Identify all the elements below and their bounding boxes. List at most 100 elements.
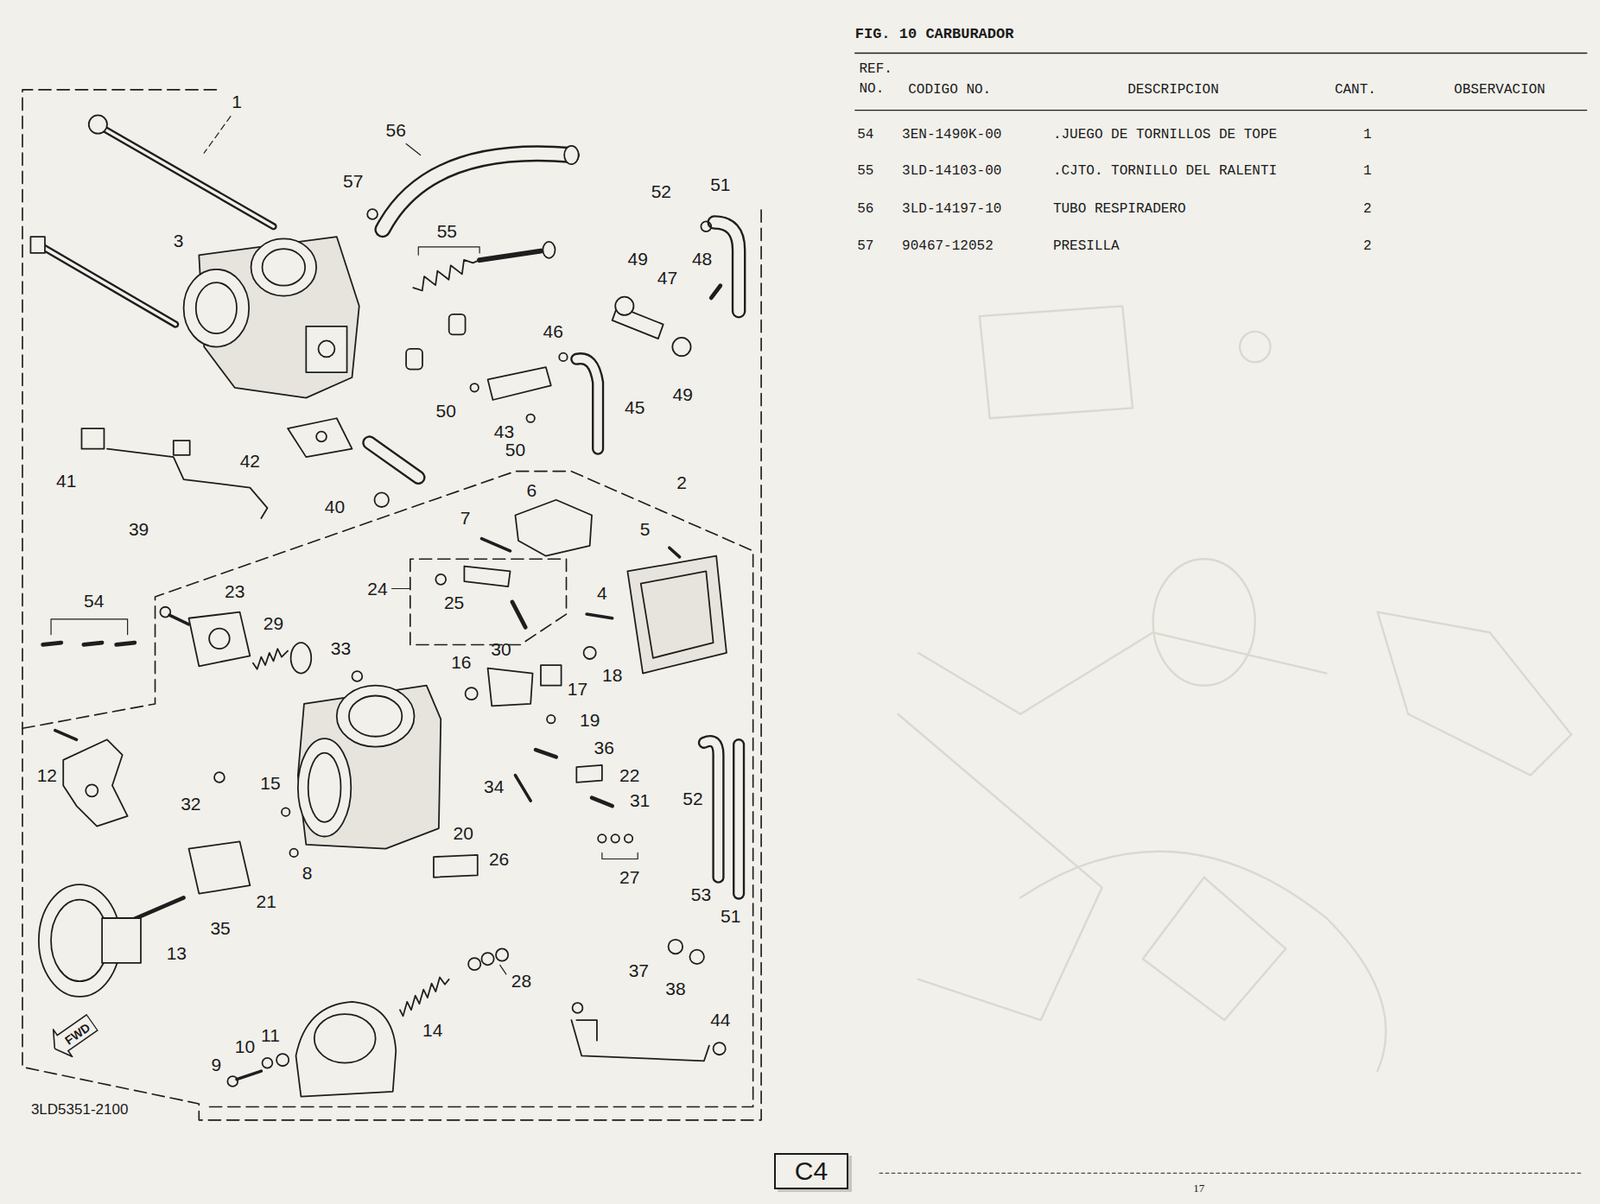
callout-number: 35: [209, 919, 230, 939]
lower-carburetor: [349, 696, 402, 737]
table-cell: 3EN-1490K-00: [901, 127, 1002, 143]
bleed-through-ghost: [1239, 331, 1270, 362]
upper-carburetor: [367, 209, 378, 220]
table-rule: [855, 52, 1588, 1174]
callout-number: 38: [665, 978, 686, 998]
callout-number: 33: [330, 639, 351, 659]
lower-carburetor: [63, 739, 127, 826]
callout-number: 37: [628, 961, 649, 981]
upper-carburetor: [406, 349, 423, 370]
callout-number: 47: [657, 268, 678, 288]
callout-number: 1: [231, 92, 242, 112]
lower-carburetor: [481, 952, 494, 966]
lower-carburetor: [101, 918, 141, 964]
lower-carburetor: [214, 772, 225, 783]
table-header: REF. NO.: [859, 59, 900, 100]
upper-carburetor: [714, 222, 739, 312]
upper-carburetor: [40, 246, 176, 325]
upper-carburetor: [184, 269, 250, 348]
leader-line: [203, 116, 507, 975]
lower-carburetor: [488, 668, 534, 707]
table-cell: .CJTO. TORNILLO DEL RALENTI: [1053, 164, 1277, 179]
callout-number: 29: [263, 614, 284, 634]
callout-number: 50: [435, 401, 456, 421]
callout-number: 49: [628, 249, 648, 269]
lower-carburetor: [281, 807, 290, 816]
upper-carburetor: [369, 443, 420, 478]
callout-number: 8: [302, 863, 313, 883]
callout-number: 17: [567, 679, 588, 699]
upper-carburetor: [30, 114, 739, 519]
table-cell: OBSERVACION: [1453, 82, 1546, 98]
lower-carburetor: [351, 671, 362, 682]
lower-carburetor: [38, 500, 739, 1098]
callout-number: 41: [56, 471, 77, 491]
upper-carburetor: [81, 428, 104, 450]
lower-carburetor: [627, 556, 727, 674]
lower-carburetor: [576, 765, 603, 783]
lower-carburetor: [253, 648, 288, 670]
lower-carburetor: [296, 1002, 397, 1098]
lower-carburetor: [704, 741, 719, 878]
callout-number: 25: [444, 593, 464, 613]
upper-carburetor: [564, 146, 579, 165]
table-cell: CANT.: [1334, 82, 1377, 98]
callout-number: 23: [224, 582, 245, 602]
upper-carburetor: [382, 153, 572, 230]
callout-number: 16: [450, 653, 471, 673]
lower-carburetor: [289, 849, 298, 858]
callout-number: 51: [720, 907, 741, 927]
upper-carburetor: [100, 126, 274, 227]
lower-carburetor: [43, 642, 62, 645]
table-cell: CODIGO NO.: [907, 82, 991, 98]
callout-number: 12: [37, 766, 58, 786]
callout-number: 15: [260, 774, 280, 794]
upper-carburetor: [615, 297, 634, 316]
lower-carburetor: [641, 571, 714, 658]
callout-number: 14: [422, 1021, 443, 1041]
callout-number: 51: [710, 175, 731, 195]
node-text: C4: [794, 1156, 828, 1186]
assembly-outline: [22, 89, 762, 1121]
lower-carburetor: [400, 977, 450, 1016]
lower-carburetor: [512, 602, 526, 629]
upper-carburetor: [576, 358, 598, 450]
carburetor-illustration: [22, 52, 1588, 1174]
callout-number: 19: [579, 711, 600, 731]
upper-carburetor: [88, 114, 108, 134]
lower-carburetor: [704, 741, 719, 878]
lower-carburetor: [713, 1042, 726, 1055]
upper-carburetor: [576, 358, 598, 450]
lower-carburetor: [85, 784, 98, 797]
bleed-through-ghost: [1153, 558, 1256, 686]
lower-carburetor: [514, 500, 592, 557]
page-number: 17: [1193, 1182, 1205, 1195]
callout-number: 48: [692, 249, 712, 269]
assembly-outline: [410, 558, 567, 645]
forward-arrow: FWD: [44, 1008, 102, 1064]
upper-carburetor: [369, 443, 420, 478]
callout-number: 11: [260, 1026, 280, 1046]
table-cell: 90467-12052: [901, 238, 994, 254]
table-rule: [855, 109, 1588, 111]
lower-carburetor: [597, 834, 606, 843]
upper-carburetor: [262, 248, 306, 286]
callout-number: 44: [710, 1010, 731, 1030]
table-cell: 1: [1363, 127, 1372, 143]
callout-number: 9: [211, 1055, 223, 1075]
bleed-through-ghost: [1020, 851, 1386, 1072]
table-cell: 3LD-14197-10: [901, 202, 1002, 217]
upper-carburetor: [287, 418, 352, 458]
lower-carburetor: [209, 628, 230, 650]
lower-carburetor: [689, 950, 705, 966]
table-cell: 3LD-14103-00: [901, 164, 1002, 179]
lower-carburetor: [495, 948, 508, 961]
lower-carburetor: [236, 1071, 261, 1080]
arrow-outline: [44, 1009, 102, 1062]
callout-number: 5: [640, 520, 651, 540]
callout-number: 43: [494, 422, 515, 442]
upper-carburetor: [100, 126, 274, 227]
callout-number: 39: [128, 520, 149, 540]
lower-carburetor: [276, 1053, 289, 1067]
callout-number: 49: [672, 385, 693, 405]
